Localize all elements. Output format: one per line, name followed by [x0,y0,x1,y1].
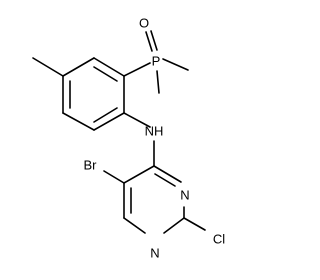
bond-pyr-c5-c4 [123,165,155,184]
bond-benzene-4 [62,112,95,131]
bond-pyr-n1-c6 [123,217,146,234]
atom-amine-nh: NH [145,124,164,139]
bond-p-aryl [123,62,151,77]
atom-oxygen: O [139,16,149,31]
bond-p-methyl-down [156,70,160,94]
atom-bromine: Br [84,158,98,173]
atom-labels: O P NH Br N Cl N [84,16,226,261]
bond-benzene-1 [93,57,125,77]
bond-p-o-double-a [145,31,153,52]
bond-benzene-inner-a [93,66,118,82]
bond-p-methyl-right [162,58,189,71]
bond-benzene-5 [93,112,125,131]
atom-phosphorus: P [152,54,161,69]
bond-p-o-double-b [150,30,158,51]
bond-aryl-methyl [32,57,64,77]
bond-aryl-nh [123,112,151,128]
atom-ring-nitrogen-lower: N [150,246,159,261]
chemical-structure-diagram: O P NH Br N Cl N [32,16,226,261]
bond-benzene-2 [62,57,95,77]
atom-chlorine: Cl [213,232,225,247]
bonds [32,30,206,234]
bond-pyr-inner-a [154,173,176,187]
atom-ring-nitrogen-upper: N [180,188,189,203]
bond-c5-br [103,170,125,184]
bond-pyr-c4-n3 [153,165,182,183]
bond-pyr-c2-n1 [163,217,185,234]
bond-benzene-inner-c [93,107,118,123]
bond-c2-cl [183,217,206,231]
